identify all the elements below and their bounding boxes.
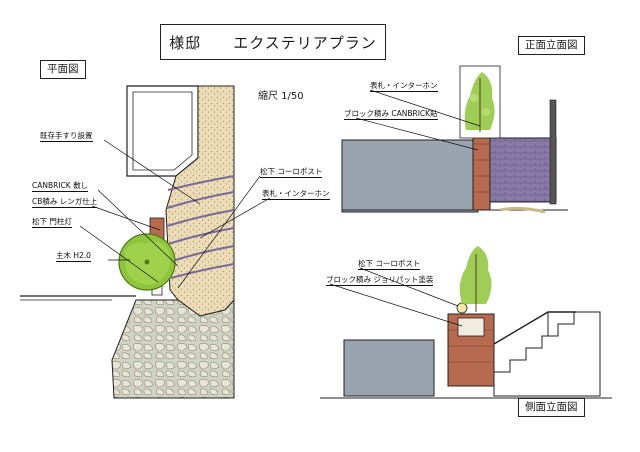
side-stairs (493, 311, 601, 397)
label-gate-pillar: 松下 門柱灯 (32, 217, 72, 228)
plan-view (20, 85, 235, 399)
label-tree: 主木 H2.0 (56, 251, 91, 262)
side-elevation (320, 246, 612, 399)
plan-title: 様邸 エクステリアプラン (160, 24, 386, 60)
step-lines (166, 175, 235, 279)
label-front-block: ブロック積み CANBRICK貼 (344, 109, 438, 120)
tree-icon (459, 246, 492, 312)
owner-suffix: 様邸 (169, 33, 202, 52)
label-existing-rail: 既存手すり設置 (40, 131, 93, 142)
tree-icon (118, 233, 176, 291)
stone-path (111, 298, 235, 399)
side-leaders (329, 267, 463, 327)
side-wall (343, 339, 435, 397)
label-intercom: 表札・インターホン (262, 189, 330, 200)
front-wall (341, 139, 479, 213)
front-leaders (355, 89, 481, 151)
label-post: 松下 コーロポスト (260, 167, 323, 178)
plan-view-title: 平面図 (40, 60, 86, 79)
label-side-post: 松下 コーロポスト (358, 259, 421, 270)
tree-icon (459, 65, 501, 139)
label-front-nameplate: 表札・インターホン (370, 81, 438, 92)
plan-leaders (79, 139, 271, 289)
front-elevation (341, 65, 568, 214)
front-elevation-title: 正面立面図 (518, 36, 585, 55)
lamp-icon (456, 302, 468, 314)
label-canbrick-paving: CANBRICK 敷し (32, 181, 89, 192)
label-cb-block: CB積み レンガ仕上 (32, 197, 98, 208)
front-brick-wall (489, 137, 557, 203)
scale-label: 縮尺 1/50 (258, 91, 304, 102)
plan-name: エクステリアプラン (233, 33, 377, 52)
label-side-block: ブロック積み ジョリパット塗装 (326, 275, 434, 286)
mailbox-icon (457, 317, 485, 337)
